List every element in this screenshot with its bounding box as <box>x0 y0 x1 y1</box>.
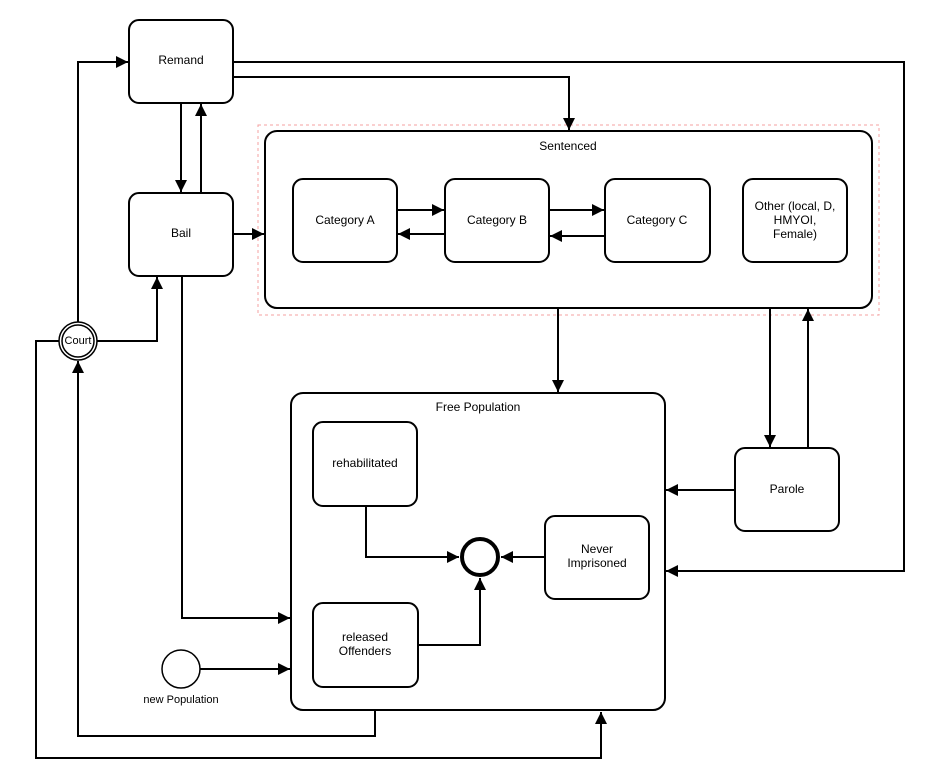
rehabilitated-label: rehabilitated <box>332 456 397 470</box>
court-node[interactable]: Court <box>58 321 98 361</box>
edge-bail-free-population[interactable] <box>181 276 290 624</box>
other-node[interactable]: Other (local, D, HMYOI, Female) <box>742 178 848 263</box>
category-b-label: Category B <box>467 213 527 227</box>
bail-node[interactable]: Bail <box>128 192 234 277</box>
edge-remand-free-population[interactable] <box>233 61 905 577</box>
parole-label: Parole <box>770 482 805 496</box>
edge-rehabilitated-terminal[interactable] <box>365 506 459 563</box>
edge-court-free-population[interactable] <box>35 340 607 759</box>
category-c-label: Category C <box>627 213 688 227</box>
never-imprisoned-label-line-1: Never <box>581 542 613 556</box>
sentenced-label: Sentenced <box>539 139 596 153</box>
category-b-node[interactable]: Category B <box>444 178 550 263</box>
edge-court-bail[interactable] <box>97 277 163 342</box>
released-offenders-node[interactable]: released Offenders <box>312 602 419 688</box>
other-label-line-2: HMYOI, <box>774 213 817 227</box>
sentenced-selection-outline <box>257 124 880 316</box>
other-label-line-1: Other (local, D, <box>755 199 836 213</box>
category-a-node[interactable]: Category A <box>292 178 398 263</box>
never-imprisoned-node[interactable]: Never Imprisoned <box>544 515 650 600</box>
edge-released-terminal[interactable] <box>418 578 486 646</box>
sentenced-container[interactable]: Sentenced <box>264 130 873 309</box>
remand-label: Remand <box>158 53 203 67</box>
free-population-label: Free Population <box>436 400 521 414</box>
new-population-node[interactable]: new Population <box>143 649 219 706</box>
edge-court-remand[interactable] <box>77 56 128 322</box>
parole-node[interactable]: Parole <box>734 447 840 532</box>
released-offenders-label-line-1: released <box>342 630 388 644</box>
bail-label: Bail <box>171 226 191 240</box>
edge-remand-sentenced[interactable] <box>233 76 575 130</box>
category-c-node[interactable]: Category C <box>604 178 711 263</box>
rehabilitated-node[interactable]: rehabilitated <box>312 421 418 507</box>
category-a-label: Category A <box>315 213 374 227</box>
edge-free-population-court[interactable] <box>72 361 376 737</box>
terminal-node[interactable] <box>460 537 500 577</box>
remand-node[interactable]: Remand <box>128 19 234 104</box>
never-imprisoned-label-line-2: Imprisoned <box>567 556 626 570</box>
court-label: Court <box>65 335 92 347</box>
edges <box>35 56 905 759</box>
new-population-label: new Population <box>143 694 218 706</box>
released-offenders-label-line-2: Offenders <box>339 644 391 658</box>
other-label-line-3: Female) <box>773 227 817 241</box>
